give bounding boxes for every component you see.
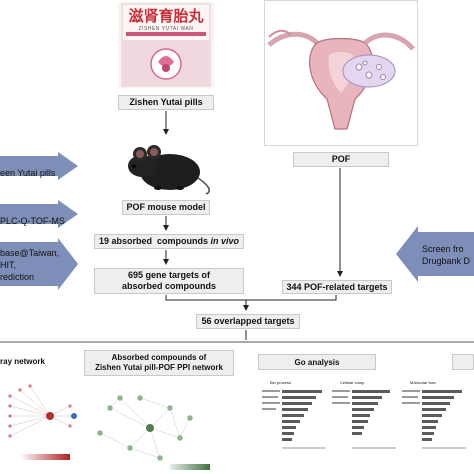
left-arrow-3 — [0, 238, 78, 290]
absorbed-compounds-text: 19 absorbed compounds — [98, 236, 211, 246]
go-bar-graphics — [262, 390, 466, 449]
ppi-title-line2: Zishen Yutai pill-POF PPI network — [95, 363, 223, 372]
partial-title-box — [452, 354, 474, 370]
mouse-image — [118, 138, 214, 196]
gene-targets-line2: absorbed compounds — [121, 281, 216, 291]
product-chinese-name: 滋肾育胎丸 — [128, 7, 204, 25]
gene-targets-line1: 695 gene targets of — [127, 270, 211, 280]
network-title: ray network — [0, 357, 45, 366]
left-arrow-2-label: PLC-Q-TOF-MS — [0, 216, 65, 226]
go-col2-bars — [352, 390, 390, 435]
medicine-box-graphic — [118, 2, 214, 88]
uterus-illustration — [264, 0, 418, 146]
left-arrow-3-label-3: rediction — [0, 272, 35, 282]
line-pof-targets-to-overlap — [246, 295, 337, 301]
left-arrow-1-label: een Yutai pills — [0, 168, 56, 178]
uterus-ovary-graphic — [267, 29, 415, 130]
step-absorbed-compounds: 19 absorbed compounds in vivo — [94, 234, 244, 249]
ppi-title-box: Absorbed compounds of Zishen Yutai pill-… — [84, 350, 234, 376]
right-arrow — [396, 226, 474, 282]
right-arrow-label-1: Screen fro — [422, 244, 464, 254]
left-arrow-3-label-1: base@Taiwan, — [0, 248, 60, 258]
product-pinyin: ZISHEN YUTAI WAN — [138, 26, 194, 32]
ppi-network-graphic — [97, 395, 210, 470]
go-col3-label: Molecular func — [410, 380, 437, 385]
left-arrow-3-label-2: HIT, — [0, 260, 17, 270]
absorbed-compounds-in-vivo: in vivo — [210, 236, 240, 246]
left-arrow-1 — [0, 152, 78, 180]
caption-zishen-yutai-pills: Zishen Yutai pills — [118, 95, 214, 110]
right-arrow-label-2: Drugbank D — [422, 256, 471, 266]
go-col1-label: Bio process — [270, 380, 291, 385]
go-col2-label: Cellular comp — [340, 380, 365, 385]
pof-targets-label: 344 POF-related targets — [286, 282, 388, 292]
go-col1-bars — [282, 390, 322, 441]
caption-pof-mouse-model: POF mouse model — [122, 200, 210, 215]
go-title-box: Go analysis — [258, 354, 376, 370]
ppi-title-line1: Absorbed compounds of — [111, 353, 207, 362]
step-overlapped-targets: 56 overlapped targets — [196, 314, 300, 329]
product-box-image: 滋肾育胎丸 ZISHEN YUTAI WAN — [118, 2, 214, 88]
arrow-genes-to-overlap — [165, 295, 249, 311]
go-col3-bars — [422, 390, 462, 441]
step-pof-targets — [282, 280, 392, 294]
herb-network-graphic — [8, 384, 77, 460]
mouse-graphic — [128, 145, 211, 195]
right-arrow-group — [396, 226, 474, 282]
caption-pof: POF — [293, 152, 389, 167]
left-arrow-2 — [0, 200, 78, 228]
step-gene-targets: 695 gene targets of absorbed compounds — [94, 268, 244, 294]
left-arrow-group — [0, 152, 78, 290]
